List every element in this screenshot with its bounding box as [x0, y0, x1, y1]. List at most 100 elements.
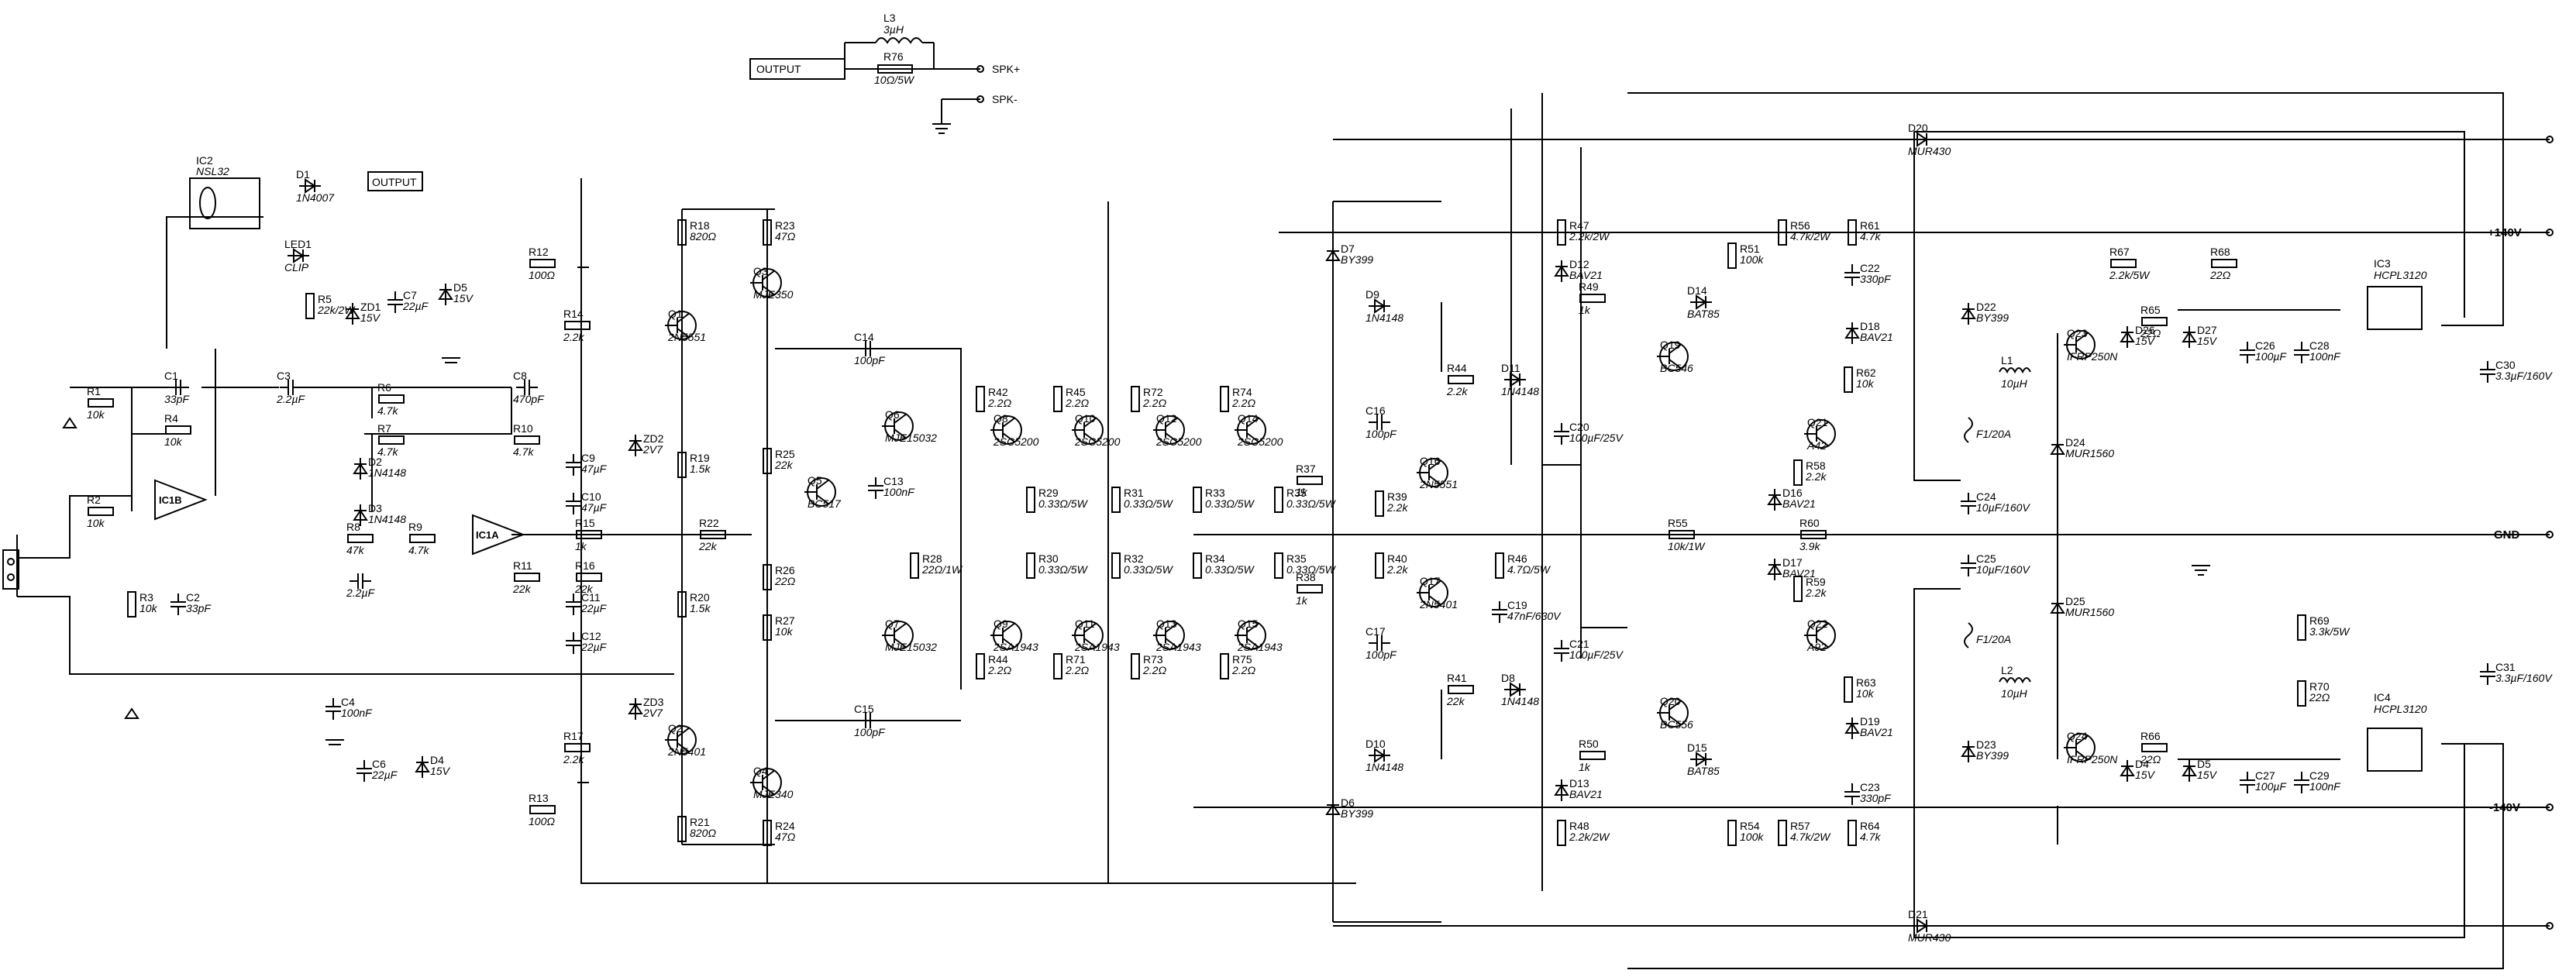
component-r15-value: 1k	[575, 540, 587, 552]
component-r51-ref: R51	[1740, 243, 1760, 255]
component-c4-value: 100nF	[341, 707, 373, 719]
component-r57-value: 4.7k/2W	[1790, 831, 1831, 843]
component-c25-ref: C25	[1976, 552, 1996, 565]
component-r37-value: 1k	[1296, 486, 1308, 498]
component-r40-ref: R40	[1387, 552, 1407, 565]
component-r64-value: 4.7k	[1860, 831, 1881, 843]
component-c22-value: 330pF	[1860, 273, 1892, 285]
component-c19-ref: C19	[1507, 599, 1527, 611]
component-q3-value: MJE350	[753, 288, 794, 301]
component-r73-ref: R73	[1143, 653, 1163, 666]
ic2-type: NSL32	[196, 165, 229, 177]
component-c29-value: 100nF	[2309, 780, 2341, 793]
component-r65-ref: R65	[2140, 304, 2161, 316]
component-d11-value: 1N4148	[1501, 385, 1539, 397]
ground-symbols	[62, 357, 2210, 745]
component-l2-value: 10µH	[2001, 687, 2028, 700]
component-r32-ref: R32	[1124, 552, 1144, 565]
component-r30-value: 0.33Ω/5W	[1038, 563, 1089, 576]
component-r6-value: 4.7k	[377, 404, 398, 417]
component-c3: C32.2µF	[276, 370, 306, 405]
component-r44a-ref: R44	[1447, 362, 1467, 374]
component-r63-ref: R63	[1856, 676, 1876, 689]
component-q19-value: BC546	[1660, 362, 1693, 374]
ic4-driver: IC4 HCPL3120	[2367, 691, 2427, 772]
component-r17-value: 2.2k	[563, 753, 584, 765]
component-r38-value: 1k	[1296, 594, 1308, 607]
component-r12-value: 100Ω	[529, 269, 555, 281]
component-r20-value: 1.5k	[690, 602, 711, 614]
component-d14-ref: D14	[1687, 284, 1707, 297]
component-d20-value: MUR430	[1908, 145, 1951, 157]
component-q5-ref: Q5	[808, 474, 822, 487]
component-zd1-value: 15V	[360, 311, 381, 324]
component-r29-value: 0.33Ω/5W	[1038, 497, 1089, 510]
component-q16-value: 2N5551	[1419, 478, 1458, 490]
component-q11-ref: Q11	[1075, 618, 1095, 630]
component-c10-ref: C10	[581, 490, 601, 503]
component-r31-ref: R31	[1124, 487, 1144, 499]
component-c14-ref: C14	[854, 331, 874, 343]
component-q4-ref: Q4	[753, 765, 768, 777]
component-r2-value: 10k	[87, 517, 105, 529]
component-r35b-value: 0.33Ω/5W	[1286, 563, 1337, 576]
component-q24-ref: Q24	[2067, 730, 2088, 742]
component-r24-ref: R24	[775, 820, 795, 832]
ic4-type: HCPL3120	[2374, 703, 2427, 715]
component-d2-ref: D2	[368, 456, 382, 468]
component-r45-value: 2.2Ω	[1065, 397, 1089, 409]
component-r14: R14 2.2k	[563, 308, 591, 343]
component-r28-value: 22Ω/1W	[921, 563, 963, 576]
component-r16-ref: R16	[575, 559, 595, 572]
component-r65-value: 22Ω	[2140, 327, 2161, 339]
component-r15-ref: R15	[575, 517, 595, 529]
component-r8-value: 47k	[346, 544, 365, 556]
component-q6-ref: Q6	[885, 408, 900, 421]
component-d19-value: BAV21	[1860, 726, 1893, 738]
component-r49-ref: R49	[1579, 280, 1599, 293]
component-r67-value: 2.2k/5W	[2109, 269, 2151, 281]
component-r5-ref: R5	[318, 293, 332, 305]
component-d1-ref: D1	[296, 168, 310, 181]
component-r35b-ref: R35	[1286, 552, 1307, 565]
component-r42-value: 2.2Ω	[987, 397, 1011, 409]
component-d25-ref: D25	[2065, 595, 2085, 607]
component-r72-value: 2.2Ω	[1142, 397, 1166, 409]
component-d21-value: MUR430	[1908, 931, 1951, 944]
component-d13-ref: D13	[1569, 777, 1589, 790]
component-c11-ref: C11	[581, 591, 601, 604]
component-r64-ref: R64	[1860, 820, 1880, 832]
ic1b-label: IC1B	[159, 494, 182, 506]
component-r14-value: 2.2k	[563, 331, 584, 343]
component-r14-ref: R14	[563, 308, 584, 320]
component-c9-value: 47µF	[581, 463, 608, 475]
